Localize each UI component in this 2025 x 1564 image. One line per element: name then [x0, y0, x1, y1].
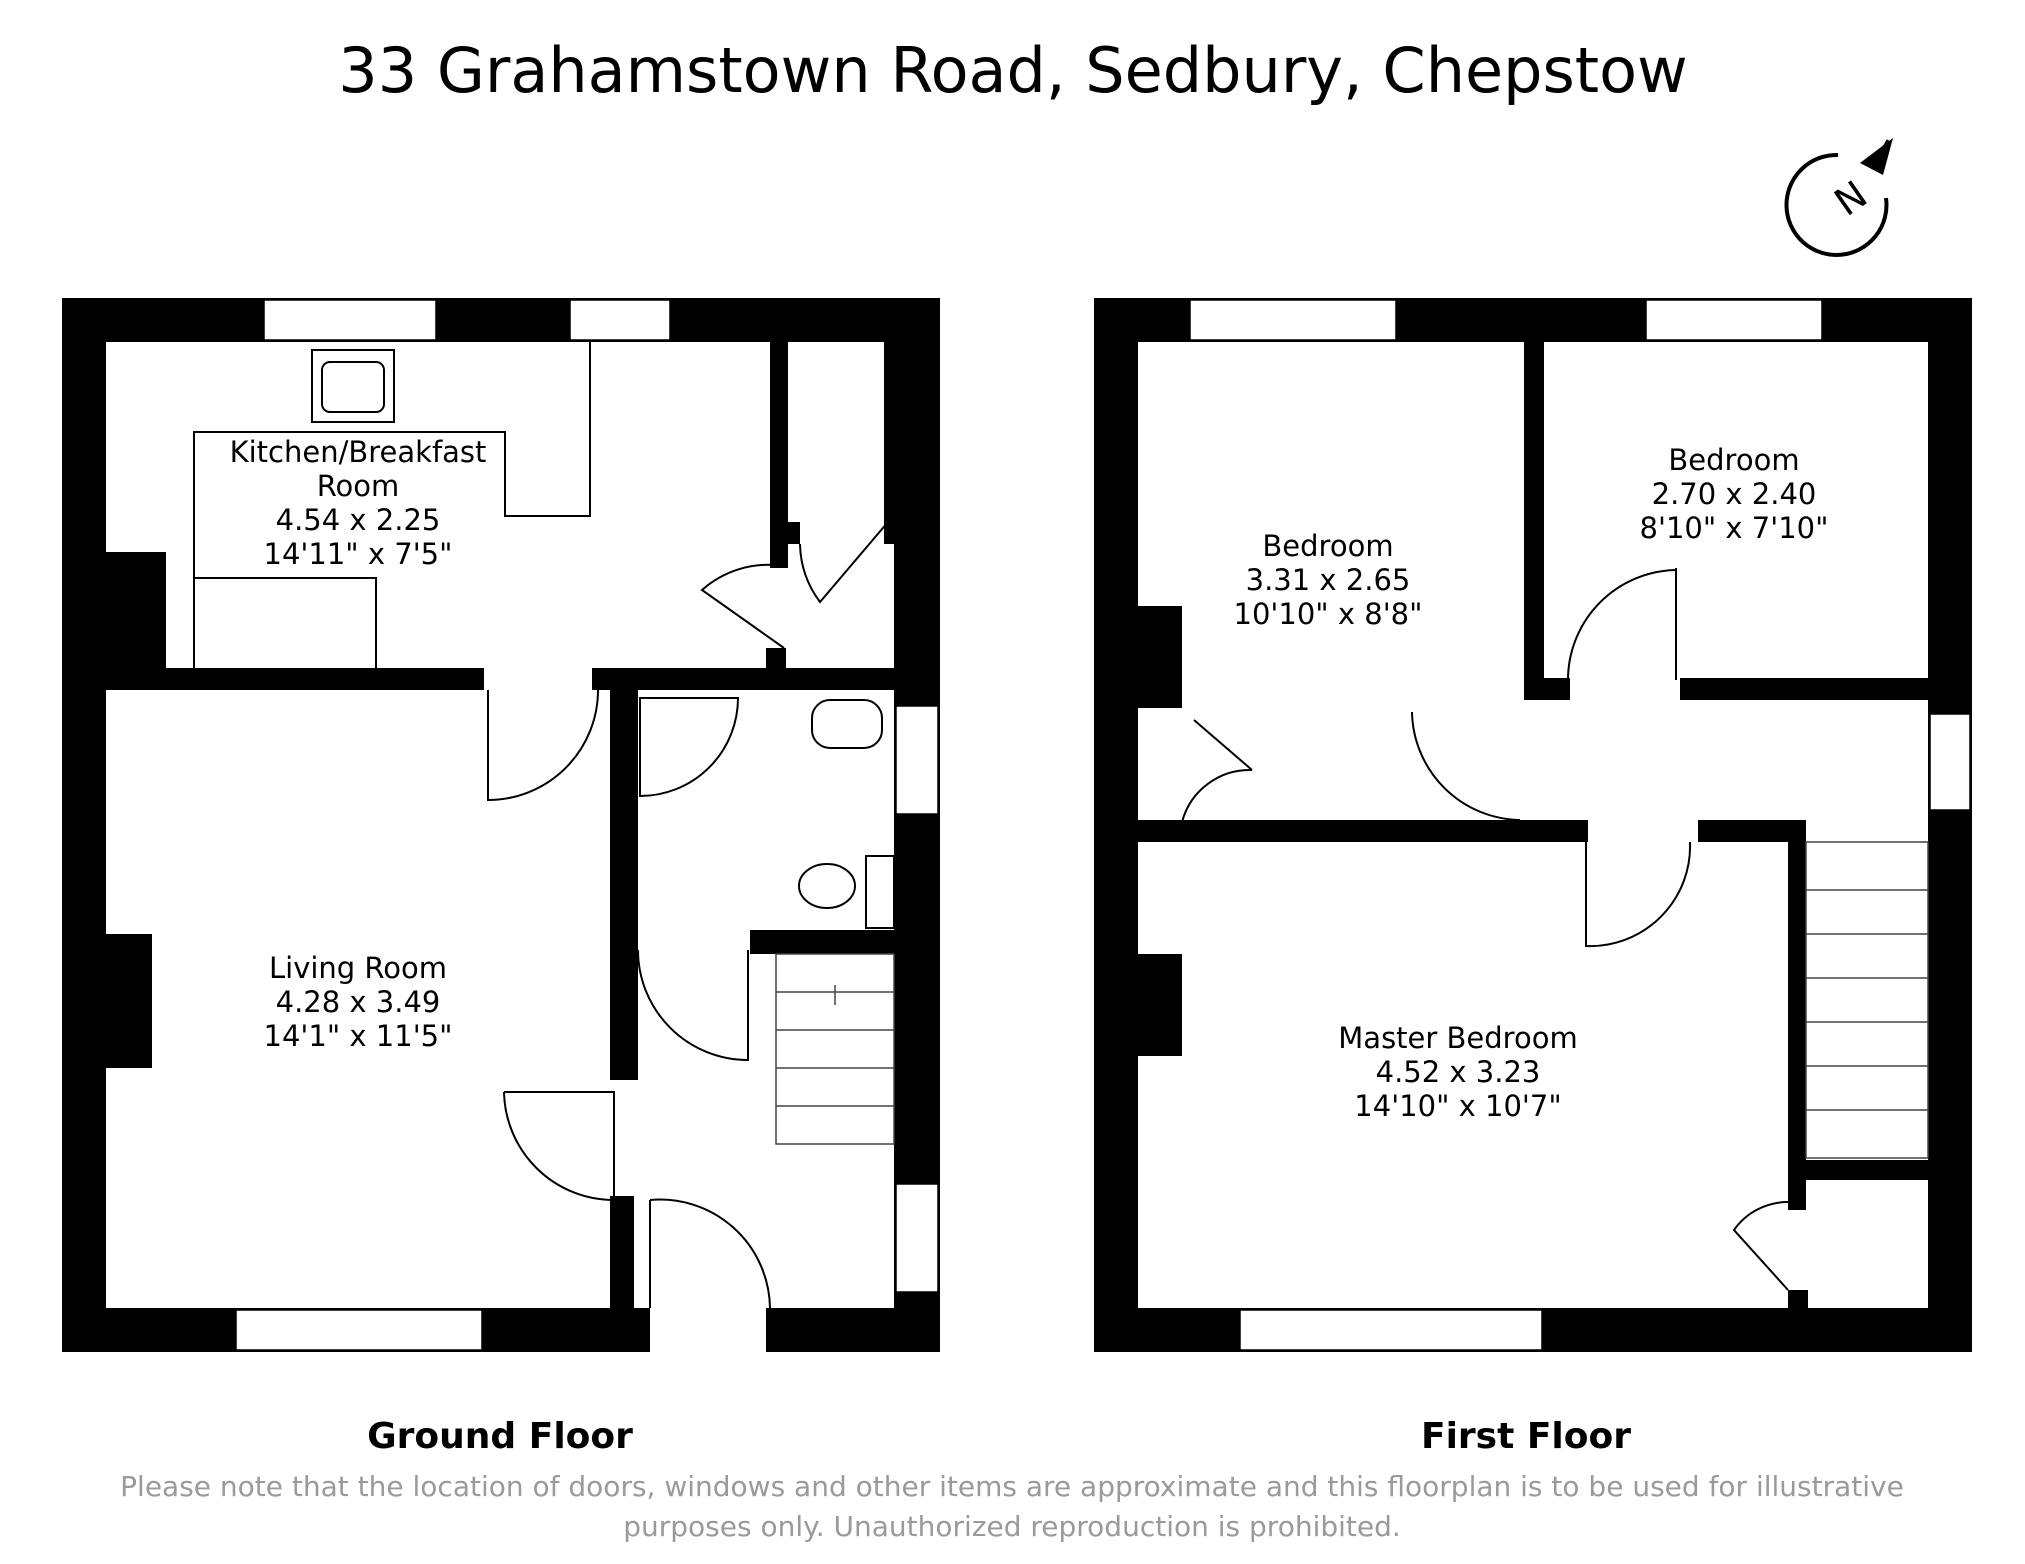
page-title: 33 Grahamstown Road, Sedbury, Chepstow: [338, 34, 1688, 107]
ground-floor-plan: [62, 298, 940, 1352]
disclaimer-line-2: purposes only. Unauthorized reproduction…: [623, 1510, 1401, 1543]
wc-window: [895, 705, 939, 815]
master-bedroom-window: [1239, 1309, 1543, 1351]
bedroom-2-window: [1645, 299, 1823, 341]
kitchen-window-2: [569, 299, 671, 341]
room-name: Master Bedroom: [1338, 1021, 1577, 1055]
room-name-line2: Room: [317, 469, 400, 503]
room-metric: 3.31 x 2.65: [1246, 563, 1411, 597]
kitchen-window: [263, 299, 437, 341]
room-imperial: 10'10" x 8'8": [1234, 597, 1423, 631]
room-imperial: 14'11" x 7'5": [264, 537, 453, 571]
room-label-kitchen: Kitchen/Breakfast Room 4.54 x 2.25 14'11…: [230, 435, 487, 571]
room-metric: 2.70 x 2.40: [1652, 477, 1817, 511]
room-label-living-room: Living Room 4.28 x 3.49 14'1" x 11'5": [264, 951, 453, 1053]
first-floor-label: First Floor: [1421, 1416, 1631, 1457]
room-name: Bedroom: [1262, 529, 1393, 563]
room-name: Bedroom: [1668, 443, 1799, 477]
landing-window: [1929, 713, 1971, 811]
disclaimer-line-1: Please note that the location of doors, …: [120, 1470, 1904, 1503]
room-label-bedroom-1: Bedroom 3.31 x 2.65 10'10" x 8'8": [1234, 529, 1423, 631]
room-imperial: 8'10" x 7'10": [1640, 511, 1829, 545]
room-metric: 4.28 x 3.49: [276, 985, 441, 1019]
room-imperial: 14'1" x 11'5": [264, 1019, 453, 1053]
hall-window: [895, 1183, 939, 1293]
room-label-master-bedroom: Master Bedroom 4.52 x 3.23 14'10" x 10'7…: [1338, 1021, 1577, 1123]
room-name: Living Room: [269, 951, 447, 985]
room-label-bedroom-2: Bedroom 2.70 x 2.40 8'10" x 7'10": [1640, 443, 1829, 545]
room-metric: 4.52 x 3.23: [1376, 1055, 1541, 1089]
ground-floor-label: Ground Floor: [367, 1416, 633, 1457]
room-imperial: 14'10" x 10'7": [1354, 1089, 1561, 1123]
living-room-window: [235, 1309, 483, 1351]
bedroom-window: [1189, 299, 1397, 341]
first-floor-plan: [1094, 298, 1972, 1352]
room-name: Kitchen/Breakfast: [230, 435, 487, 469]
compass-label: N: [1827, 172, 1876, 224]
north-arrow-icon: N: [1784, 138, 1893, 257]
room-metric: 4.54 x 2.25: [276, 503, 441, 537]
